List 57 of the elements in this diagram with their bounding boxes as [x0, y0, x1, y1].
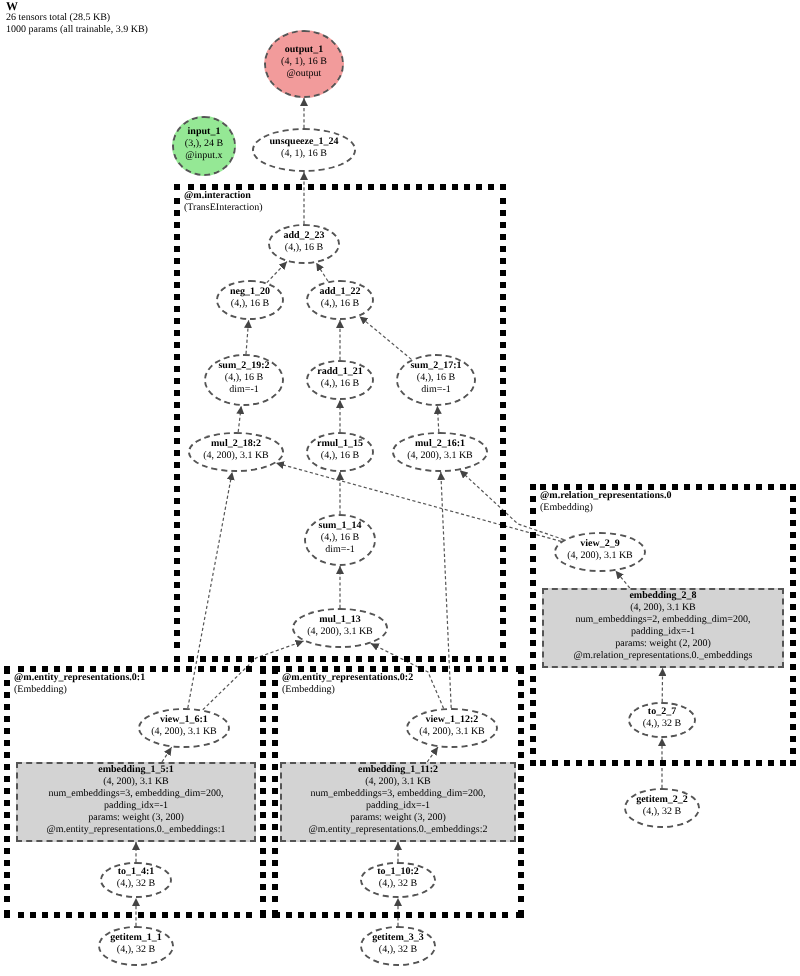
tensor-ellipse	[172, 116, 236, 176]
arrow	[437, 471, 452, 709]
layer-box	[16, 762, 256, 842]
tensor-ellipse	[306, 432, 374, 472]
arrow	[433, 405, 442, 433]
tensor-ellipse	[554, 532, 646, 572]
tensor-ellipse	[252, 128, 356, 172]
arrow	[459, 469, 565, 541]
layer-box	[542, 588, 784, 668]
tensor-ellipse	[204, 354, 284, 406]
arrow	[426, 746, 439, 763]
arrow	[359, 315, 412, 360]
arrow	[370, 642, 445, 709]
tensor-ellipse	[98, 926, 174, 966]
tensor-ellipse	[392, 432, 488, 472]
arrow	[300, 171, 308, 225]
tensor-ellipse	[628, 702, 696, 738]
module-box	[174, 184, 506, 662]
tensor-ellipse	[264, 30, 344, 98]
layer-box	[280, 762, 516, 842]
tensor-ellipse	[396, 354, 476, 406]
arrow	[394, 841, 402, 863]
tensor-ellipse	[624, 788, 700, 828]
tensor-ellipse	[100, 862, 172, 898]
module-box	[272, 666, 524, 918]
arrow	[266, 261, 288, 284]
tensor-ellipse	[216, 280, 284, 320]
arrow	[336, 399, 344, 433]
tensor-ellipse	[306, 280, 374, 320]
tensor-ellipse	[138, 708, 230, 748]
arrow	[615, 570, 631, 589]
tensor-ellipse	[360, 862, 436, 898]
arrow	[336, 319, 344, 361]
arrow	[658, 737, 666, 789]
arrow	[132, 841, 140, 863]
arrow	[244, 319, 252, 355]
arrow	[336, 565, 344, 609]
tensor-ellipse	[304, 514, 376, 566]
module-box	[4, 666, 266, 918]
arrow	[315, 262, 329, 282]
arrow	[236, 405, 245, 433]
tensor-ellipse	[406, 708, 498, 748]
module-box	[530, 484, 796, 766]
arrow	[161, 746, 173, 763]
arrow	[275, 461, 562, 542]
tensor-ellipse	[188, 432, 284, 472]
tensor-ellipse	[268, 224, 340, 264]
tensor-ellipse	[306, 360, 374, 400]
arrow	[394, 897, 402, 927]
tensor-ellipse	[292, 608, 388, 648]
arrow	[300, 97, 308, 129]
arrow	[202, 639, 305, 711]
arrow	[132, 897, 140, 927]
arrow	[658, 667, 667, 703]
arrow	[336, 471, 344, 515]
tensor-ellipse	[360, 926, 436, 966]
arrow	[187, 471, 235, 709]
